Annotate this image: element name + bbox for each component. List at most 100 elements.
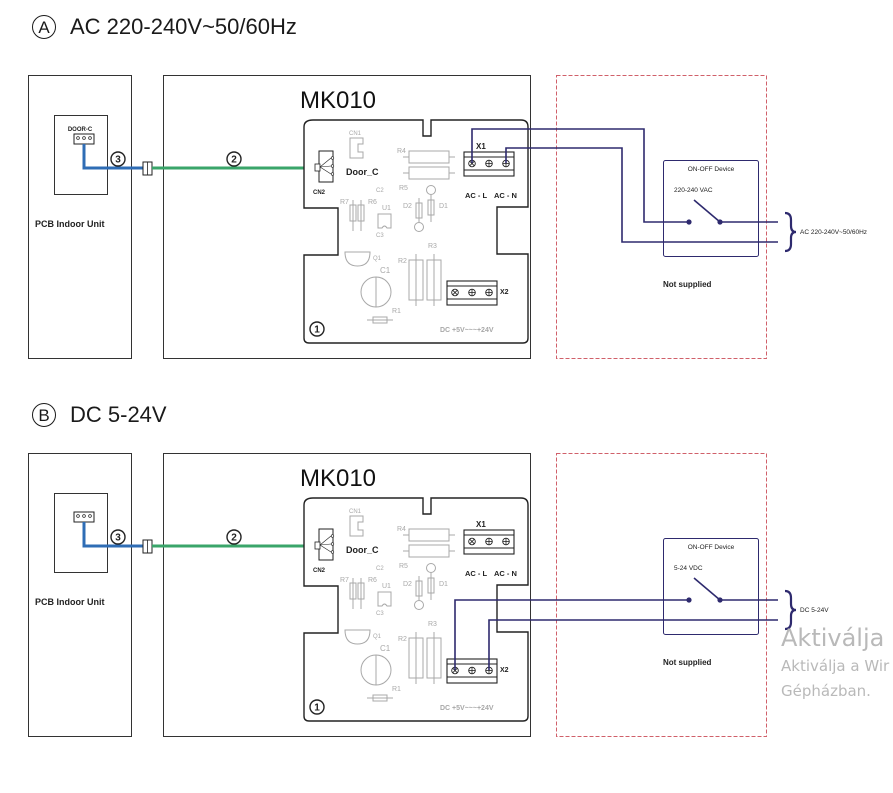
ac-n-label: AC - N <box>494 569 517 578</box>
cable-3-wire <box>82 144 143 170</box>
indoor-unit-label: PCB Indoor Unit <box>35 219 105 229</box>
u1-label: U1 <box>382 583 391 590</box>
door-connector-pin-3 <box>88 136 92 140</box>
cable-2-number: 2 <box>231 533 237 544</box>
cn2-plug <box>314 163 321 172</box>
r6-label: R6 <box>368 199 377 206</box>
door-connector-pin-1 <box>76 136 80 140</box>
activation-watermark-line3: Gépházban. <box>781 682 871 700</box>
not-supplied-label: Not supplied <box>663 658 712 667</box>
cable-3-number: 3 <box>115 533 121 544</box>
r2-label: R2 <box>398 636 407 643</box>
on-off-device-title: ON-OFF Device <box>688 544 735 551</box>
wire-dc-2 <box>488 619 778 670</box>
mk010-box <box>163 75 531 359</box>
wire-ac-l <box>471 128 689 223</box>
indoor-connector-label: DOOR-C <box>68 127 93 133</box>
d1-label: D1 <box>439 581 448 588</box>
indoor-pcb-box <box>54 493 108 573</box>
d2-label: D2 <box>403 581 412 588</box>
cn2-label: CN2 <box>313 190 326 196</box>
on-off-device-box <box>663 160 759 257</box>
x2-label: X2 <box>500 289 509 296</box>
u1-label: U1 <box>382 205 391 212</box>
dc-range-label: DC +5V~~~+24V <box>440 327 494 334</box>
door-connector-pin-2 <box>82 136 86 140</box>
r3-label: R3 <box>428 621 437 628</box>
cn2-pin-2 <box>330 164 335 168</box>
indoor-unit-box <box>28 75 132 359</box>
r7-label: R7 <box>340 577 349 584</box>
c1-label: C1 <box>380 644 391 653</box>
mk010-box <box>163 453 531 737</box>
c2-label: C2 <box>376 188 384 194</box>
cn2-lead-3 <box>319 544 332 553</box>
r4-label: R4 <box>397 148 406 155</box>
r1-label: R1 <box>392 308 401 315</box>
x2-terminal-screw-1-mark <box>452 667 458 674</box>
dc-range-label: DC +5V~~~+24V <box>440 705 494 712</box>
ac-l-label: AC - L <box>465 569 487 578</box>
r3-label: R3 <box>428 243 437 250</box>
cn2-pin-3 <box>330 550 335 554</box>
d2-label: D2 <box>403 203 412 210</box>
supply-brace <box>784 589 797 631</box>
d2-pad <box>414 222 424 232</box>
not-supplied-label: Not supplied <box>663 280 712 289</box>
indoor-unit-box <box>28 453 132 737</box>
on-off-device-voltage: 220-240 VAC <box>674 187 713 194</box>
cable-2-number-circle <box>226 151 242 167</box>
x1-label: X1 <box>476 142 486 151</box>
wire-dc-1 <box>454 599 689 670</box>
x1-terminal-screw-1-mark <box>469 538 475 545</box>
q1-label: Q1 <box>373 634 382 640</box>
q1-label: Q1 <box>373 256 382 262</box>
section-a-title: A AC 220-240V~50/60Hz <box>32 14 297 40</box>
ac-n-label: AC - N <box>494 191 517 200</box>
r6-label: R6 <box>368 577 377 584</box>
supply-label: AC 220-240V~50/60Hz <box>800 229 867 236</box>
x2-label: X2 <box>500 667 509 674</box>
cn2-lead-3 <box>319 166 332 175</box>
door-c-label: Door_C <box>346 545 379 555</box>
on-off-device-voltage: 5-24 VDC <box>674 565 703 572</box>
activation-watermark-line2: Aktiválja a Wir <box>781 657 890 675</box>
cn2-pin-3 <box>330 172 335 176</box>
c1-label: C1 <box>380 266 391 275</box>
door-c-label: Door_C <box>346 167 379 177</box>
not-supplied-area <box>556 453 767 737</box>
pcb-number: 1 <box>314 325 320 336</box>
cn2-label: CN2 <box>313 568 326 574</box>
cable-2-number: 2 <box>231 155 237 166</box>
d1-pad <box>426 185 436 195</box>
pcb-number: 1 <box>314 703 320 714</box>
section-b-letter: B <box>32 403 56 427</box>
cn2-pin-1 <box>330 534 335 538</box>
section-b-diagram: PCB Indoor Unit3MK01021CN2Door_CCN1R4R5C… <box>28 453 829 737</box>
activation-watermark-line1: Aktiválja a <box>781 624 893 652</box>
cn1-component <box>349 137 364 159</box>
cn1-label: CN1 <box>349 509 362 515</box>
r4-label: R4 <box>397 526 406 533</box>
pcb-number-circle <box>309 699 325 715</box>
door-connector-pin-3 <box>88 514 92 518</box>
r7-label: R7 <box>340 199 349 206</box>
door-connector-pin-1 <box>76 514 80 518</box>
r5-label: R5 <box>399 185 408 192</box>
q1-transistor <box>344 629 371 645</box>
section-a-title-text: AC 220-240V~50/60Hz <box>70 14 297 39</box>
cable-2-number-circle <box>226 529 242 545</box>
on-off-device-title: ON-OFF Device <box>688 166 735 173</box>
x1-label: X1 <box>476 520 486 529</box>
c3-label: C3 <box>376 611 384 617</box>
switch-blade <box>693 199 721 223</box>
r2-label: R2 <box>398 258 407 265</box>
section-a-diagram: PCB Indoor UnitDOOR-C3MK01021CN2Door_CCN… <box>28 75 867 359</box>
d1-pad <box>426 563 436 573</box>
not-supplied-area <box>556 75 767 359</box>
ac-l-label: AC - L <box>465 191 487 200</box>
u1-component <box>377 591 392 607</box>
cn2-lead-1 <box>319 535 332 546</box>
r5-label: R5 <box>399 563 408 570</box>
cn1-label: CN1 <box>349 131 362 137</box>
